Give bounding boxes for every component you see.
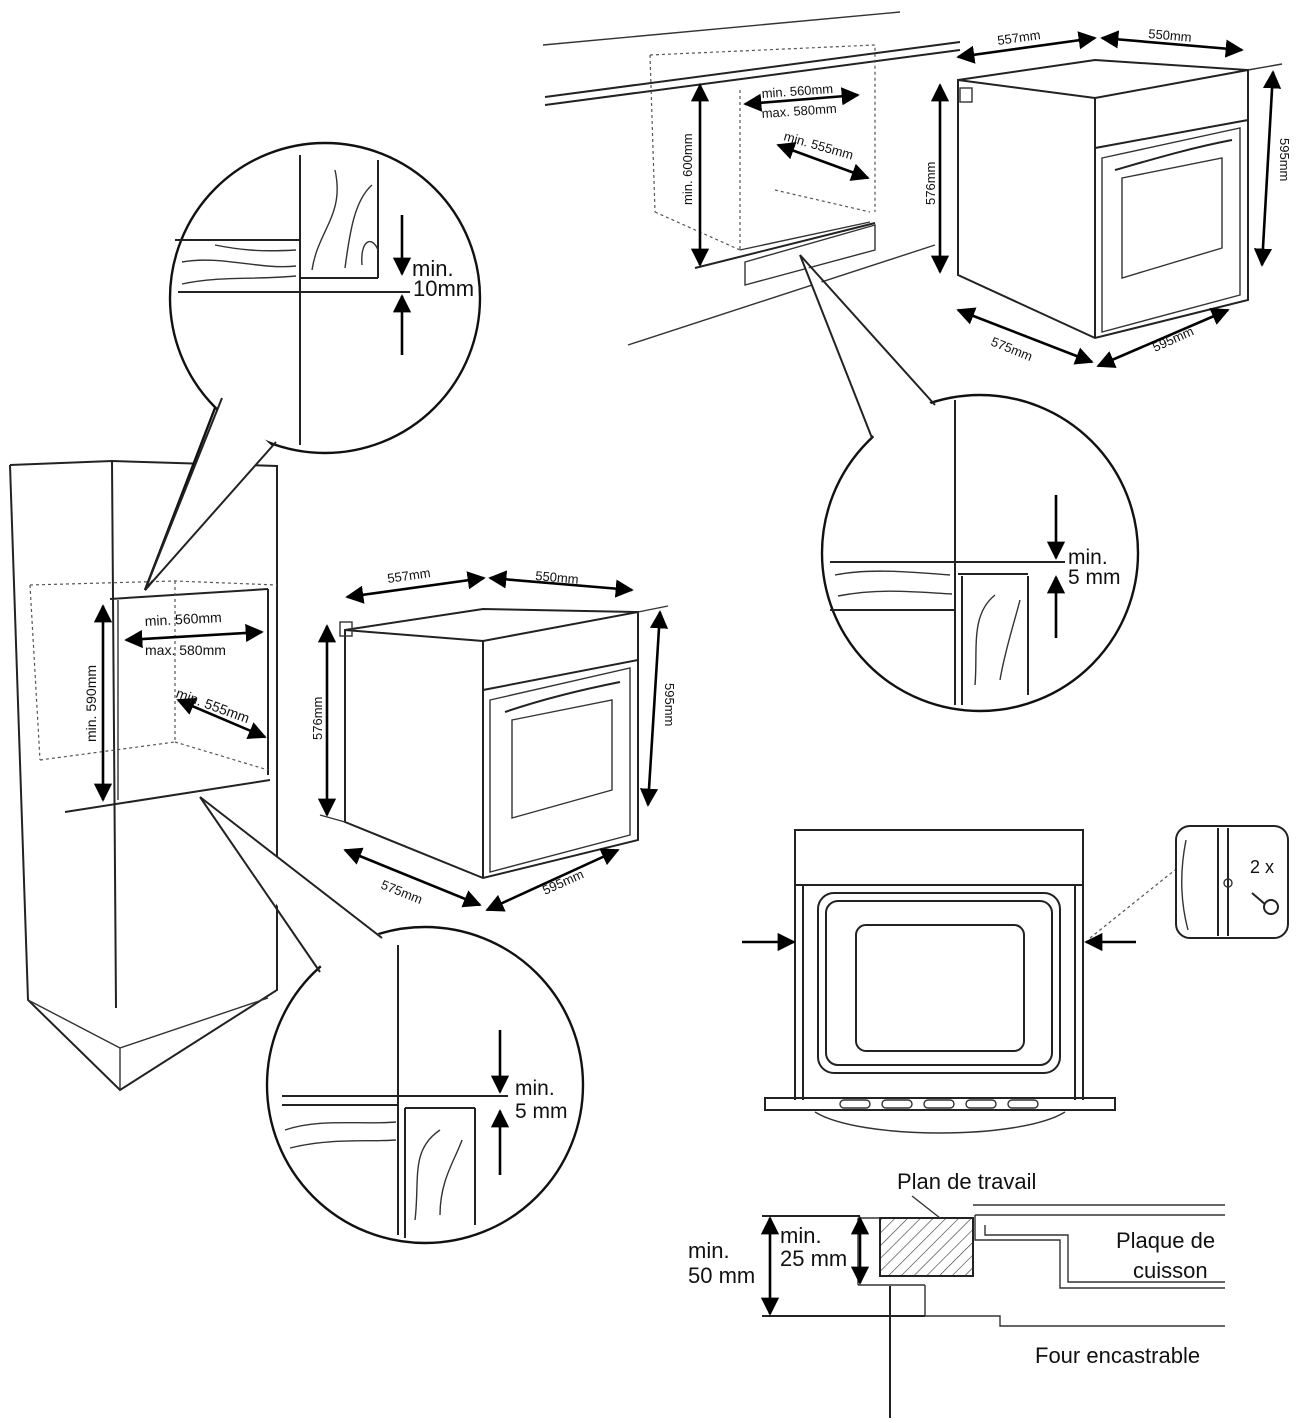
- hob-label-line2: cuisson: [1133, 1258, 1208, 1283]
- oven-right-body-height: 576mm: [923, 162, 938, 205]
- bottom-gap-min-label: min.: [515, 1077, 555, 1100]
- tall-niche-depth-min: min. 555mm: [174, 685, 252, 726]
- screw-icon: [1251, 892, 1279, 915]
- oven-right-front-height: 595mm: [1277, 138, 1292, 181]
- oven-left-depth-total: 557mm: [386, 565, 431, 586]
- gap-total-min: min.: [688, 1238, 730, 1263]
- top-gap-min-label: min.: [412, 256, 454, 281]
- gap-hob-min: min.: [780, 1223, 822, 1248]
- oven-dimensions-right: 557mm 550mm 576mm 595mm 575mm 595mm: [923, 26, 1292, 368]
- oven-right-depth-total: 557mm: [996, 27, 1041, 48]
- undercounter-cabinet: min. 560mm max. 580mm min. 555mm min. 60…: [542, 11, 961, 346]
- tall-niche-height-min: min. 590mm: [83, 665, 99, 742]
- worktop-label: Plan de travail: [897, 1169, 1036, 1194]
- tall-niche-width-min: min. 560mm: [144, 609, 222, 629]
- under-niche-width-min: min. 560mm: [761, 81, 833, 101]
- screw-quantity: 2 x: [1250, 857, 1274, 877]
- top-gap-value-label: 10mm: [413, 276, 474, 301]
- oven-left-depth-body: 550mm: [535, 568, 580, 587]
- oven-right-depth-body: 550mm: [1148, 26, 1193, 45]
- oven-left-body-width: 575mm: [379, 877, 425, 907]
- tall-cabinet: min. 560mm max. 580mm min. 555mm min. 59…: [9, 459, 278, 1092]
- oven-left-front-height: 595mm: [662, 683, 677, 726]
- bottom-gap-value-label: 5 mm: [515, 1100, 568, 1123]
- gap-hob-value: 25 mm: [780, 1246, 847, 1271]
- oven-front-fixing: 2 x: [742, 825, 1289, 1134]
- right-gap-value-label: 5 mm: [1068, 566, 1121, 589]
- oven-dimensions-left: 557mm 550mm 576mm 595mm 575mm 595mm: [310, 565, 677, 912]
- oven-left-front-width: 595mm: [540, 866, 586, 897]
- screw-detail-box: 2 x: [1175, 825, 1289, 939]
- right-gap-min-label: min.: [1068, 546, 1108, 569]
- under-niche-height-min: min. 600mm: [680, 133, 695, 205]
- detail-top-gap: min. 10mm: [143, 141, 482, 591]
- detail-bottom-gap-undercounter: min. 5 mm: [799, 254, 1140, 713]
- built-in-oven-label: Four encastrable: [1035, 1343, 1200, 1368]
- oven-left-body-height: 576mm: [310, 697, 325, 740]
- hob-label-line1: Plaque de: [1116, 1228, 1215, 1253]
- gap-total-value: 50 mm: [688, 1263, 755, 1288]
- detail-bottom-gap-tall: min. 5 mm: [199, 796, 585, 1245]
- oven-right-front-width: 595mm: [1150, 323, 1196, 354]
- under-niche-width-max: max. 580mm: [761, 101, 837, 121]
- worktop-section: Plan de travail Plaque de cuisson Four e…: [688, 1169, 1225, 1418]
- tall-niche-width-max: max. 580mm: [145, 642, 226, 658]
- under-niche-depth-min: min. 555mm: [782, 128, 855, 162]
